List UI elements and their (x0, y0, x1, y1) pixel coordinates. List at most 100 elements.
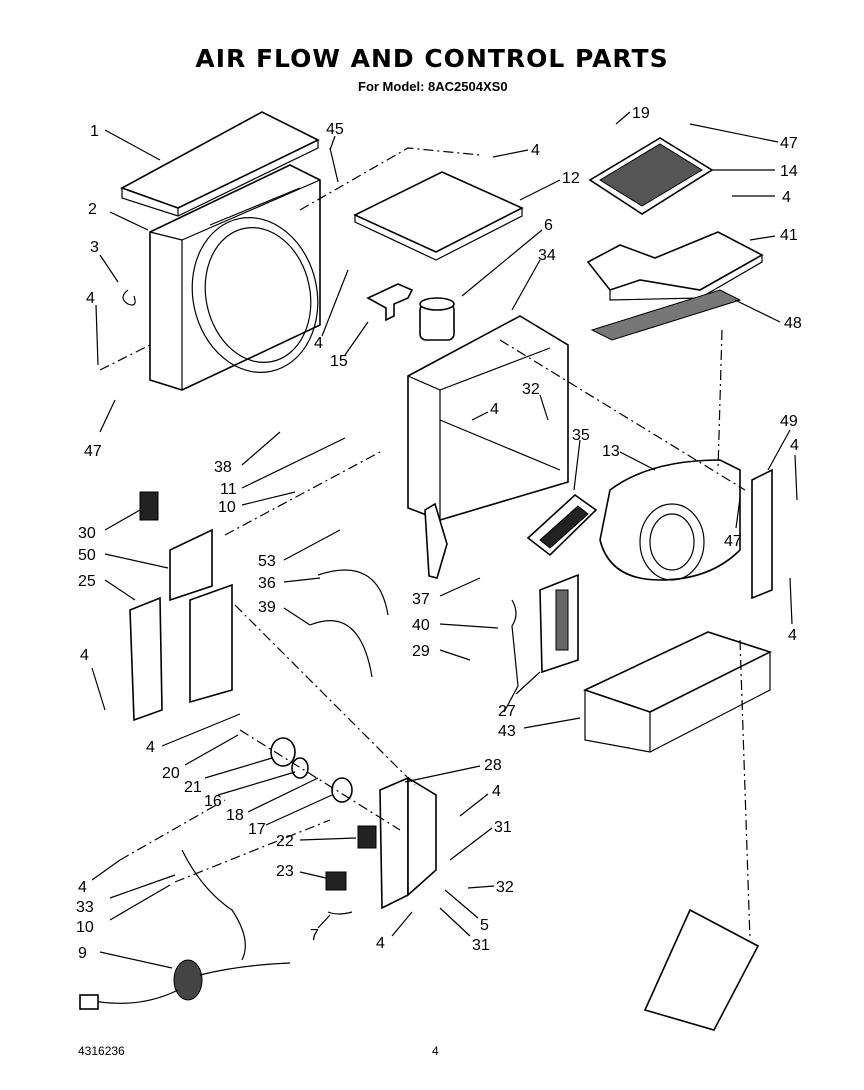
part-1-top-cover (120, 111, 320, 217)
leader-35 (573, 439, 581, 491)
callout-49: 49 (780, 413, 798, 430)
leader-4j (459, 793, 489, 817)
leader-6 (461, 229, 543, 297)
part-3-clip (122, 289, 136, 306)
leader-40 (439, 623, 499, 629)
dash-lower2 (174, 819, 331, 883)
leader-21 (204, 757, 273, 779)
leader-43 (523, 717, 581, 729)
leader-33 (109, 874, 176, 899)
callout-4: 4 (788, 627, 797, 644)
page-title: AIR FLOW AND CONTROL PARTS (195, 44, 669, 73)
part-39-spring (309, 620, 373, 678)
callout-15: 15 (330, 353, 348, 370)
dash-right-vert2 (739, 639, 751, 941)
model-subtitle: For Model: 8AC2504XS0 (358, 79, 508, 94)
page-number: 4 (432, 1044, 439, 1058)
callout-1: 1 (90, 123, 99, 140)
leader-32a (539, 394, 549, 421)
callout-10: 10 (218, 499, 236, 516)
callout-2: 2 (88, 201, 97, 218)
part-22-switch (357, 825, 377, 849)
part-16-knob (291, 757, 309, 779)
leader-4k (391, 911, 413, 937)
callout-4: 4 (782, 189, 791, 206)
part-9-power-cord (79, 849, 291, 1010)
callout-37: 37 (412, 591, 430, 608)
part-27-vent (539, 573, 579, 674)
callout-47: 47 (84, 443, 102, 460)
callout-20: 20 (162, 765, 180, 782)
leader-4a (95, 304, 99, 366)
part-30-switch (139, 491, 159, 521)
part-2-front-frame (149, 164, 321, 391)
leader-48 (734, 299, 781, 323)
callout-47: 47 (780, 135, 798, 152)
part-28-control-bracket (379, 776, 437, 910)
part-7-wire (327, 911, 353, 915)
part-13-blower (599, 459, 741, 581)
dash-lower (119, 799, 226, 861)
callout-13: 13 (602, 443, 620, 460)
leader-39 (283, 607, 311, 626)
callout-27: 27 (498, 703, 516, 720)
callout-17: 17 (248, 821, 266, 838)
callout-32: 32 (496, 879, 514, 896)
leader-38 (241, 431, 281, 466)
callout-11: 11 (220, 481, 237, 498)
leader-25 (104, 579, 136, 601)
callout-48: 48 (784, 315, 802, 332)
leader-49 (767, 429, 791, 471)
leader-31b (439, 907, 471, 937)
callout-35: 35 (572, 427, 590, 444)
callout-38: 38 (214, 459, 232, 476)
leader-9 (99, 951, 173, 969)
callout-12: 12 (562, 170, 580, 187)
leader-4g (789, 577, 793, 625)
leader-41 (749, 235, 776, 241)
leader-47b (689, 123, 779, 143)
leader-10b (109, 884, 171, 921)
leader-47c (735, 497, 741, 529)
callout-18: 18 (226, 807, 244, 824)
callout-3: 3 (90, 239, 99, 256)
callout-30: 30 (78, 525, 96, 542)
leader-4h (91, 667, 106, 711)
callout-4: 4 (376, 935, 385, 952)
leader-50 (104, 553, 169, 569)
callout-36: 36 (258, 575, 276, 592)
part-34-shroud (407, 315, 569, 579)
callout-6: 6 (544, 217, 553, 234)
callout-41: 41 (780, 227, 798, 244)
leader-18 (247, 777, 319, 813)
part-41-panel (586, 231, 764, 301)
callout-4: 4 (314, 335, 323, 352)
callout-29: 29 (412, 643, 430, 660)
dash-center (224, 451, 381, 536)
leader-30 (104, 509, 141, 531)
callout-9: 9 (78, 945, 87, 962)
callout-4: 4 (146, 739, 155, 756)
callout-33: 33 (76, 899, 94, 916)
part-43-drain-pan (582, 631, 773, 753)
callout-34: 34 (538, 247, 556, 264)
part-40-wire (503, 599, 519, 713)
leader-4i (161, 713, 241, 747)
callout-4: 4 (78, 879, 87, 896)
dash-knob (239, 729, 401, 831)
callout-40: 40 (412, 617, 430, 634)
leader-29 (439, 649, 471, 661)
part-base-sheet (643, 908, 760, 1031)
part-14-filter (588, 137, 714, 215)
callout-43: 43 (498, 723, 516, 740)
leader-20 (184, 734, 239, 766)
part-50-panel (169, 528, 233, 704)
callout-31: 31 (494, 819, 512, 836)
leader-4e (471, 411, 489, 421)
leader-11 (241, 437, 346, 489)
part-23-switch (325, 871, 347, 891)
callout-10: 10 (76, 919, 94, 936)
callout-45: 45 (326, 121, 344, 138)
callout-25: 25 (78, 573, 96, 590)
leader-17 (265, 794, 333, 826)
